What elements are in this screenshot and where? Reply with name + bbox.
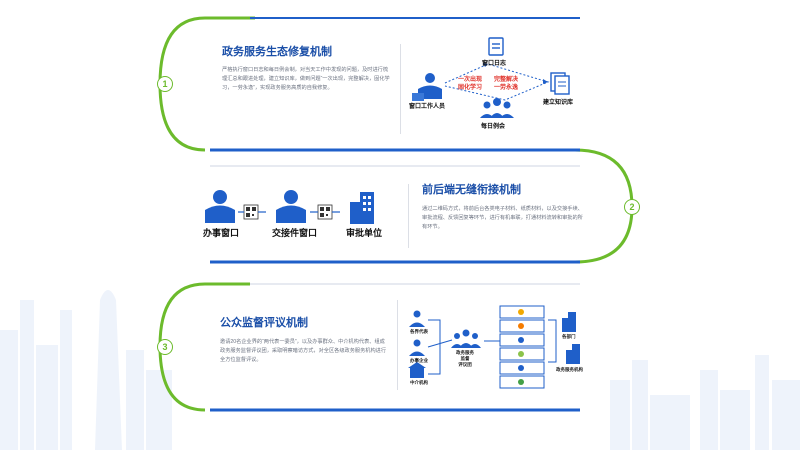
section-description: 严格执行窗口日志和每日例会制，对当天工作中发现的问题，及时进行梳理汇总和跟进处理… <box>222 67 390 91</box>
section-divider <box>397 300 398 390</box>
flow-node-handoff: 交接件窗口 <box>272 228 318 238</box>
person-icon <box>412 73 442 101</box>
center-panel-label: 政务服务 监督 评议团 <box>456 350 474 367</box>
approval-building-icon <box>350 192 374 224</box>
section-title: 政务服务生态修复机制 <box>222 46 332 58</box>
left-item-label: 各界代表 <box>410 329 428 334</box>
left-item-label: 办事企业 <box>410 358 428 363</box>
right-item-label: 各部门 <box>562 334 576 339</box>
flow-node-approval: 审批单位 <box>346 228 383 238</box>
section-title: 前后端无缝衔接机制 <box>422 184 521 196</box>
section-divider <box>408 184 409 248</box>
service-agency-icon <box>566 344 580 364</box>
step-number-badge: 2 <box>624 199 640 215</box>
section-description: 邀请20名企业界的“两代表一委员”，以及办事群众、中介机构代表、组成政务服务监督… <box>220 339 387 363</box>
knowledge-base-icon <box>550 72 570 95</box>
diagram-label-knowledge: 建立知识库 <box>543 100 574 106</box>
department-building-icon <box>562 312 576 332</box>
section-divider <box>400 44 401 134</box>
meeting-icon <box>480 98 514 118</box>
enterprise-icon <box>409 339 425 356</box>
agency-icon <box>408 362 426 378</box>
document-icon <box>488 37 504 56</box>
section-description: 通过二维码方式，将前后台各类电子材料、纸质材料，以及交接手续、审批流程、反馈回复… <box>422 206 583 230</box>
diagram-label-log: 窗口日志 <box>482 61 507 67</box>
left-item-label: 中介机构 <box>410 380 428 385</box>
diagram-label-meeting: 每日例会 <box>481 124 506 130</box>
right-item-label: 政务服务机构 <box>556 367 583 372</box>
review-panel-icon <box>451 329 481 348</box>
diagram-slogan-left: 一次出现 固化学习 <box>458 77 483 91</box>
diagram-slogan-right: 完整解决 一劳永逸 <box>494 77 519 91</box>
step-number-badge: 3 <box>157 339 173 355</box>
section-title: 公众监督评议机制 <box>220 317 308 329</box>
representatives-icon <box>409 310 425 327</box>
handoff-clerk-icon <box>276 190 306 223</box>
diagram-label-staff: 窗口工作人员 <box>409 104 446 110</box>
step-number-badge: 1 <box>157 76 173 92</box>
channel-list <box>499 305 545 389</box>
channel-icons <box>518 309 524 385</box>
qr-code-icon <box>317 204 333 220</box>
flow-node-window: 办事窗口 <box>203 228 240 238</box>
window-clerk-icon <box>205 190 235 223</box>
